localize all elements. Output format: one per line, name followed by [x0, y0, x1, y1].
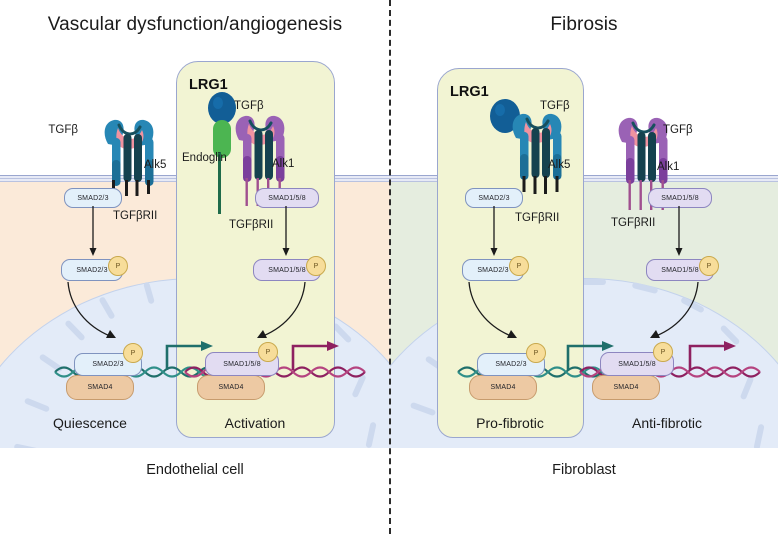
nuclear-phospho-antifibrotic: P [653, 342, 673, 362]
tgfbrii-tail-right [135, 180, 139, 196]
tgfbrii-left [254, 130, 263, 180]
receptor-complex-alk1-activation [235, 115, 285, 206]
transcription-arrow-stem [291, 344, 331, 370]
arrow-nuclear-import-profibrotic [468, 281, 517, 338]
tgfb-label-activation: TGFβ [234, 100, 264, 112]
alk5-tail-left [112, 180, 115, 194]
nuclear-phospho-profibrotic: P [526, 343, 546, 363]
transcription-arrow-stem [688, 344, 728, 370]
tgfbrii-tail-left [125, 180, 128, 196]
state-label-quiescence: Quiescence [53, 415, 127, 431]
tgfbrii-label-activation: TGFβRII [229, 219, 274, 231]
cell-type-label-fibroblast: Fibroblast [552, 462, 616, 478]
tgfbrii-label-antifibrotic: TGFβRII [611, 217, 656, 229]
panel-title-left: Vascular dysfunction/angiogenesis [47, 14, 343, 35]
arrow-nuclear-import-activation [257, 281, 306, 338]
panel-title-right: Fibrosis [550, 14, 618, 35]
panel-divider [389, 0, 391, 534]
smad4-pill-quiescence: SMAD4 [66, 375, 134, 400]
tgfbrii-left [637, 132, 646, 182]
arrow-nuclear-import-quiescence [67, 281, 116, 338]
tgfbrii-right [648, 132, 656, 182]
arrow-smad158-down-antifibrotic [675, 206, 683, 256]
phospho-group-activation: P [306, 256, 326, 276]
receptor-complex-alk1-antifibrotic [618, 117, 668, 210]
state-label-antifibrotic: Anti-fibrotic [631, 415, 703, 431]
alk5-tail-right [147, 180, 150, 194]
receptor-complex-alk5-profibrotic [512, 113, 562, 194]
transcription-arrow-head [602, 341, 614, 351]
alk5-tm-left [520, 154, 529, 180]
alk1-tm-left [243, 156, 252, 182]
tgfb-seam [525, 117, 550, 130]
tgfbrii-right [265, 130, 273, 180]
nuclear-pore [580, 279, 606, 285]
tgfbrii-left [531, 128, 540, 178]
alk1-tail-left [245, 178, 248, 206]
endoglin-tail [218, 152, 221, 214]
smad158-pill-activation: SMAD1/5/8 [255, 188, 319, 208]
phospho-group-quiescence: P [108, 256, 128, 276]
arrow-smad158-down-activation [282, 206, 290, 256]
phospho-group-profibrotic: P [509, 256, 529, 276]
tgfbrii-tail-right [544, 176, 547, 194]
alk5-tm-right [145, 160, 154, 186]
alk5-tail-right [555, 176, 559, 192]
tgfb-label-antifibrotic: TGFβ [663, 124, 693, 136]
tgfb-seam [631, 121, 656, 134]
endoglin-ecd [213, 120, 231, 158]
alk1-tm-left [626, 158, 635, 184]
smad4-pill-activation: SMAD4 [197, 375, 265, 400]
tgfbrii-tail-left [639, 180, 642, 210]
alk1-tail-left [628, 180, 631, 210]
arrow-nuclear-import-antifibrotic [650, 281, 699, 338]
alk1-label-activation: Alk1 [272, 158, 295, 170]
lrg1-protein-profibrotic [490, 99, 520, 133]
tgfbrii-label-quiescence: TGFβRII [113, 210, 158, 222]
transcription-arrow-stem [566, 344, 606, 370]
alk1-tm-right [276, 156, 285, 182]
state-label-profibrotic: Pro-fibrotic [476, 415, 544, 431]
tgfbrii-left [123, 134, 132, 182]
endoglin-label: Endoglin [182, 152, 227, 164]
alk5-label-profibrotic: Alk5 [548, 159, 571, 171]
smad23-pill-quiescence: SMAD2/3 [64, 188, 122, 208]
alk1-label-antifibrotic: Alk1 [657, 161, 680, 173]
state-label-activation: Activation [224, 415, 286, 431]
smad158-pill-antifibrotic: SMAD1/5/8 [648, 188, 712, 208]
lrg1-highlight [213, 97, 223, 109]
tgfb-seam [117, 123, 142, 136]
nuclear-phospho-quiescence: P [123, 343, 143, 363]
lrg1-label-left: LRG1 [189, 77, 228, 93]
lrg1-endoglin-complex [208, 92, 236, 214]
tgfbrii-right [542, 128, 550, 178]
smad23-pill-profibrotic: SMAD2/3 [465, 188, 523, 208]
nuclear-phospho-activation: P [258, 342, 278, 362]
transcription-arrow-head [327, 341, 339, 351]
tgfb-label-profibrotic: TGFβ [540, 100, 570, 112]
arrow-smad23-down-quiescence [89, 206, 97, 256]
smad4-pill-antifibrotic: SMAD4 [592, 375, 660, 400]
alk5-label-quiescence: Alk5 [144, 159, 167, 171]
transcription-arrow-head [724, 341, 736, 351]
arrow-smad23-down-profibrotic [490, 206, 498, 256]
tgfbrii-label-profibrotic: TGFβRII [515, 212, 560, 224]
phospho-group-antifibrotic: P [699, 256, 719, 276]
transcription-arrow-head [201, 341, 213, 351]
lrg1-label-right: LRG1 [450, 84, 489, 100]
tgfb-label-quiescence: TGFβ [48, 124, 78, 136]
tgfbrii-right [134, 134, 142, 182]
tgfb-seam [248, 119, 273, 132]
alk1-tm-right [659, 158, 668, 184]
alk5-tm-left [112, 160, 121, 186]
cell-type-label-endothelial: Endothelial cell [146, 462, 244, 478]
receptor-complex-alk5-quiescence [104, 119, 154, 196]
alk5-tail-left [522, 176, 526, 192]
alk5-tm-right [553, 154, 562, 180]
transcription-arrow-stem [165, 344, 205, 370]
nuclear-smad158-pill-activation: SMAD1/5/8 [205, 352, 279, 376]
tgfbrii-tail-left [533, 176, 537, 194]
smad4-pill-profibrotic: SMAD4 [469, 375, 537, 400]
lrg1-highlight [495, 104, 505, 116]
